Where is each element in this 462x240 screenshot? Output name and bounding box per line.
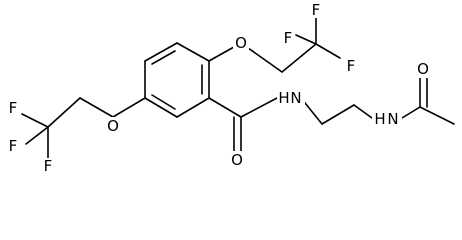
bond-ch2-n — [353, 104, 373, 119]
bond-ring-o — [112, 97, 146, 118]
fluorine-label: F — [9, 99, 18, 117]
nitrogen-label: N — [387, 110, 398, 128]
oxygen-label: O — [417, 60, 429, 78]
atom-labels: F F F O O H N H N O O F F F — [6, 1, 431, 175]
amide-chain-bonds — [208, 74, 455, 152]
bond-c-f — [315, 43, 341, 59]
ring-bond — [144, 97, 178, 118]
hydrogen-label: H — [278, 89, 289, 107]
ring-bond — [176, 42, 210, 62]
oxygen-label: O — [235, 34, 247, 52]
ring-bond — [144, 42, 178, 62]
oxygen-label: O — [107, 117, 119, 135]
structure-diagram: F F F O O H N H N O O F F F — [6, 1, 455, 175]
bond-c-ch3 — [419, 106, 455, 125]
bond-c-f — [25, 126, 49, 145]
ring-double-bond — [151, 50, 176, 65]
bond-c-f — [21, 113, 49, 128]
bond-n-c — [401, 106, 421, 119]
bond-ch2-ch2 — [321, 104, 355, 125]
fluorine-label: F — [44, 157, 53, 175]
ring-double-bond — [151, 94, 176, 110]
bond-c-n — [240, 97, 278, 118]
fluorine-label: F — [312, 1, 321, 19]
bond-ch2-cf3 — [281, 43, 317, 73]
bond-o-ch2 — [79, 97, 114, 118]
fluorine-label: F — [347, 57, 356, 75]
fluorine-label: F — [9, 137, 18, 155]
lower-trifluoroethoxy-bonds — [21, 97, 146, 159]
benzene-ring — [144, 42, 210, 118]
bond-c-f — [295, 34, 317, 45]
upper-trifluoroethoxy-bonds — [208, 17, 341, 73]
bond-ch2-cf3 — [47, 97, 81, 128]
hydrogen-label: H — [374, 110, 385, 128]
oxygen-label: O — [231, 151, 243, 169]
molecule-svg: F F F O O H N H N O O F F F — [6, 1, 455, 175]
ring-bond — [176, 97, 210, 118]
fluorine-label: F — [284, 29, 293, 47]
bond-ring-carbonyl — [208, 97, 242, 118]
nitrogen-label: N — [290, 89, 301, 107]
